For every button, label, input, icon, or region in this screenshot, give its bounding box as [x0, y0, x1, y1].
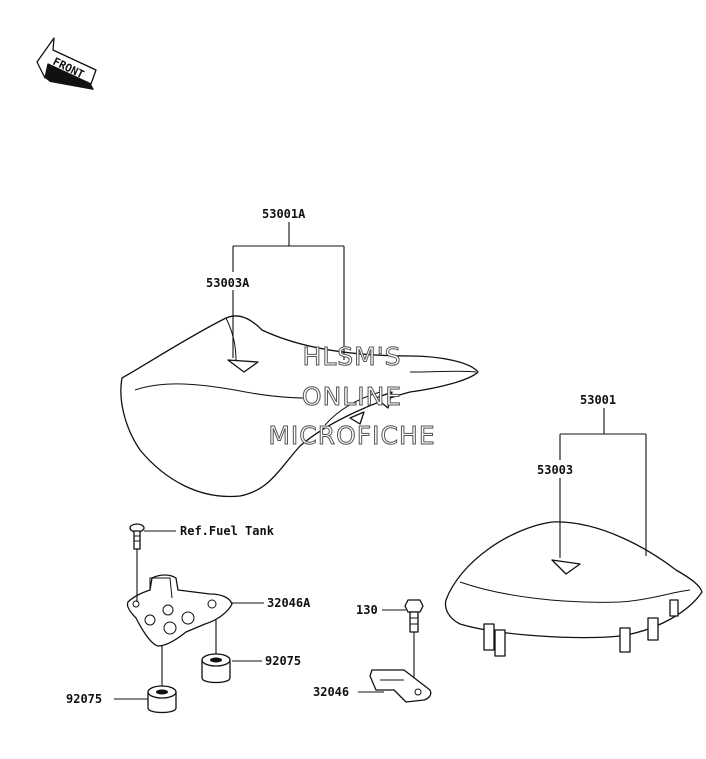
- label-ref-fuel-tank: Ref.Fuel Tank: [180, 524, 275, 538]
- damper-92075-left: [147, 685, 177, 714]
- bracket-32046: [369, 669, 432, 703]
- label-92075-right: 92075: [265, 654, 301, 668]
- rear-seat: [444, 521, 703, 657]
- watermark-line-3: MICROFICHE: [268, 421, 435, 450]
- leader-lines: [114, 222, 647, 700]
- label-130: 130: [356, 603, 378, 617]
- bracket-32046a: [126, 574, 233, 647]
- front-seat: [120, 315, 479, 498]
- label-53003: 53003: [537, 463, 573, 477]
- label-32046: 32046: [313, 685, 349, 699]
- label-53001a: 53001A: [262, 207, 306, 221]
- label-32046a: 32046A: [267, 596, 311, 610]
- label-53003a: 53003A: [206, 276, 250, 290]
- front-arrow-icon: FRONT: [36, 37, 97, 90]
- watermark-line-2: ONLINE: [302, 382, 402, 411]
- bolt-130: [404, 599, 424, 633]
- watermark-line-1: HLSM'S: [303, 342, 402, 371]
- damper-92075-right: [201, 653, 231, 684]
- label-53001: 53001: [580, 393, 616, 407]
- label-92075-left: 92075: [66, 692, 102, 706]
- watermark: HLSM'S ONLINE MICROFICHE: [268, 342, 435, 451]
- screw-ref-fuel-tank: [129, 523, 145, 550]
